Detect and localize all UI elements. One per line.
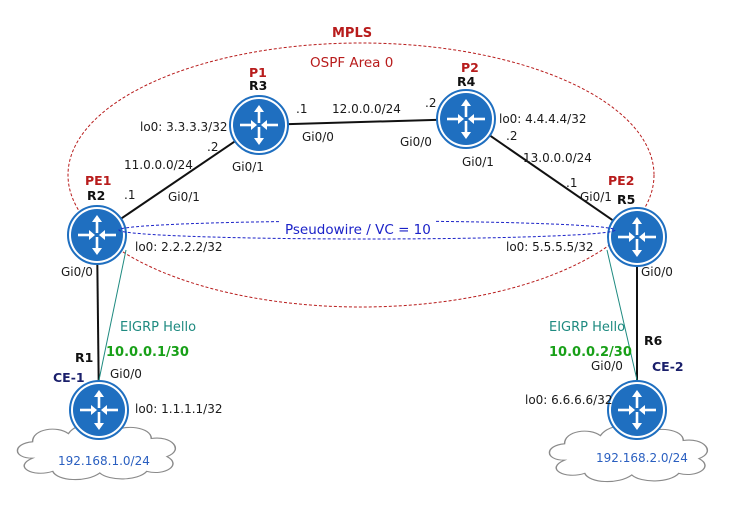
- link-r3-r4-r4-host: .2: [425, 96, 436, 110]
- r6-loopback: lo0: 6.6.6.6/32: [525, 393, 612, 407]
- router-r5-icon[interactable]: [606, 206, 668, 268]
- link-r2-r3-subnet: 11.0.0.0/24: [124, 158, 193, 172]
- r6-role: CE-2: [652, 359, 684, 374]
- r6-subnet: 10.0.0.2/30: [549, 345, 632, 360]
- r4-gi0-1: Gi0/1: [462, 155, 494, 169]
- r4-name: R4: [457, 74, 476, 89]
- r1-loopback: lo0: 1.1.1.1/32: [135, 402, 222, 416]
- mpls-region: [67, 42, 655, 308]
- r1-name: R1: [75, 350, 93, 365]
- r6-gi0-0: Gi0/0: [591, 359, 623, 373]
- r2-gi0-0: Gi0/0: [61, 265, 93, 279]
- r2-gi0-1: Gi0/1: [168, 190, 200, 204]
- r3-gi0-0: Gi0/0: [302, 130, 334, 144]
- r1-gi0-0: Gi0/0: [110, 367, 142, 381]
- router-r6-icon[interactable]: [606, 379, 668, 441]
- ospf-area-label: OSPF Area 0: [310, 55, 393, 71]
- router-r1-icon[interactable]: [68, 379, 130, 441]
- r1-subnet: 10.0.0.1/30: [106, 345, 189, 360]
- eigrp-hello-left: EIGRP Hello: [120, 320, 196, 335]
- link-r4-r5-subnet: 13.0.0.0/24: [523, 151, 592, 165]
- r3-role: P1: [249, 65, 267, 80]
- link-r4-r5-r5-host: .1: [566, 176, 577, 190]
- r2-role: PE1: [85, 173, 111, 188]
- link-r2-r3: [96, 124, 260, 236]
- r5-name: R5: [617, 192, 635, 207]
- lan-left-label: 192.168.1.0/24: [58, 454, 150, 468]
- r6-name: R6: [644, 333, 663, 348]
- r5-role: PE2: [608, 173, 634, 188]
- r5-gi0-1: Gi0/1: [580, 190, 612, 204]
- eigrp-hello-right: EIGRP Hello: [549, 320, 625, 335]
- lan-right-label: 192.168.2.0/24: [596, 451, 688, 465]
- r4-gi0-0: Gi0/0: [400, 135, 432, 149]
- router-r4-icon[interactable]: [435, 88, 497, 150]
- router-r3-icon[interactable]: [228, 94, 290, 156]
- r4-loopback: lo0: 4.4.4.4/32: [499, 112, 586, 126]
- eigrp-path-left: [98, 249, 127, 381]
- r5-loopback: lo0: 5.5.5.5/32: [506, 240, 593, 254]
- pseudowire-label-bg: [281, 220, 435, 238]
- link-r3-r4-subnet: 12.0.0.0/24: [332, 102, 401, 116]
- link-r4-r5: [465, 118, 638, 238]
- r3-loopback: lo0: 3.3.3.3/32: [140, 120, 227, 134]
- router-r2-icon[interactable]: [66, 204, 128, 266]
- r3-gi0-1: Gi0/1: [232, 160, 264, 174]
- r2-name: R2: [87, 188, 105, 203]
- r1-role: CE-1: [53, 370, 85, 385]
- r2-loopback: lo0: 2.2.2.2/32: [135, 240, 222, 254]
- eigrp-path-right: [606, 249, 638, 381]
- link-r3-r4-r3-host: .1: [296, 102, 307, 116]
- r4-role: P2: [461, 60, 479, 75]
- link-r2-r3-r3-host: .2: [207, 140, 218, 154]
- pseudowire-label: Pseudowire / VC = 10: [285, 222, 431, 238]
- link-r2-r3-r2-host: .1: [124, 188, 135, 202]
- r3-name: R3: [249, 78, 267, 93]
- mpls-label: MPLS: [332, 26, 372, 41]
- link-r4-r5-r4-host: .2: [506, 129, 517, 143]
- link-r3-r4: [258, 118, 467, 126]
- r5-gi0-0: Gi0/0: [641, 265, 673, 279]
